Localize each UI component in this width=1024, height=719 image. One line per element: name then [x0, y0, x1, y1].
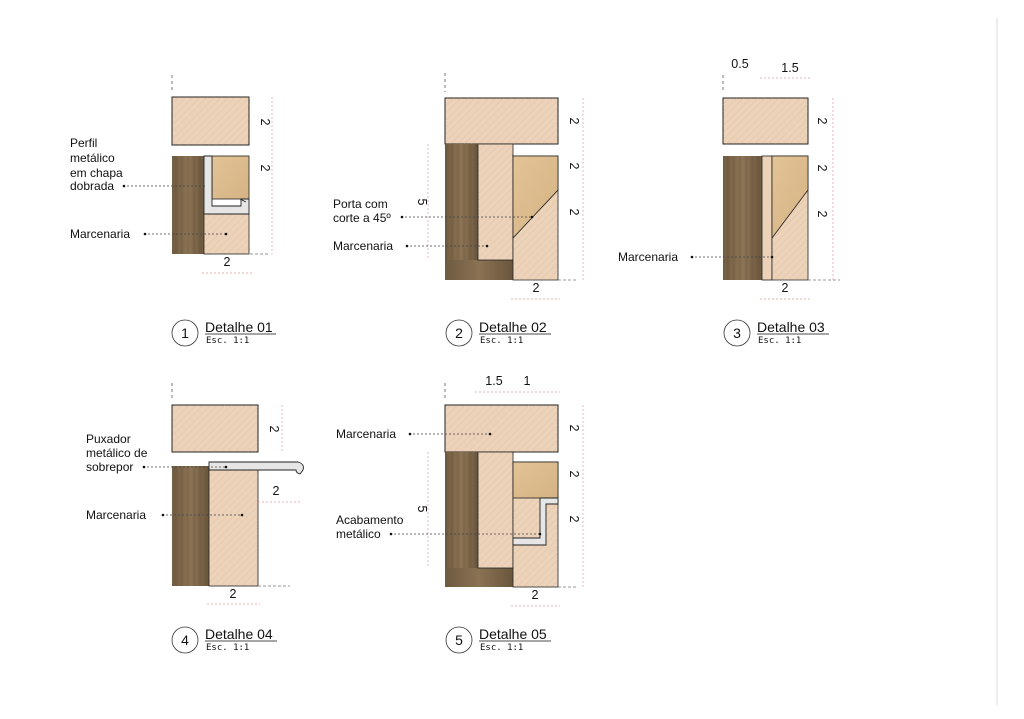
detail-scale: Esc. 1:1: [480, 336, 523, 346]
dim-top: 2: [267, 426, 281, 433]
detail-number-badge: [171, 319, 199, 347]
detail-04: 2 2 2 Puxador metálico de sobrepor Marce…: [86, 383, 304, 654]
dim-middle: 2: [258, 165, 272, 172]
detail-number-badge: [445, 319, 473, 347]
detail-number-badge: [445, 626, 473, 654]
label-finish-line1: Acabamento: [336, 513, 404, 527]
label-wood: Marcenaria: [86, 508, 146, 522]
label-wood: Marcenaria: [336, 427, 396, 441]
dim-bottom: 2: [533, 281, 540, 295]
label-wood: Marcenaria: [618, 250, 678, 264]
dim-top: 2: [815, 118, 829, 125]
dim-left: 5: [415, 506, 429, 513]
label-profile-line2: metálico: [70, 151, 115, 165]
label-profile-line1: Perfil: [70, 136, 97, 150]
label-wood: Marcenaria: [70, 227, 130, 241]
detail-number-badge: [171, 626, 199, 654]
door-cut: [771, 155, 809, 240]
detail-title: Detalhe 02: [479, 319, 547, 335]
dim-mid: 2: [567, 471, 581, 478]
door-upper: [512, 461, 559, 499]
metal-finish: [512, 497, 559, 546]
dim-top-b: 1.5: [781, 61, 798, 75]
label-pull-line1: Puxador: [86, 432, 131, 446]
dim-top: 2: [567, 425, 581, 432]
dim-top: 2: [567, 118, 581, 125]
dim-low: 2: [567, 516, 581, 523]
dim-top-a: 1.5: [485, 374, 502, 388]
detail-number-badge: [723, 319, 751, 347]
dim-mid: 2: [815, 165, 829, 172]
label-profile-line4: dobrada: [70, 179, 114, 193]
detail-title: Detalhe 01: [205, 319, 273, 335]
label-pull-line2: metálico de: [86, 446, 148, 460]
detail-title: Detalhe 05: [479, 626, 547, 642]
dim-left: 5: [415, 199, 429, 206]
dim-top-b: 1: [524, 374, 531, 388]
metal-pull: [208, 461, 304, 475]
dim-mid: 2: [567, 163, 581, 170]
detail-scale: Esc. 1:1: [758, 336, 801, 346]
detail-05: 1.5 1 2 2 2 5 2 Marcenaria Acabamento me…: [336, 374, 584, 654]
metal-profile: [203, 155, 250, 215]
detail-scale: Esc. 1:1: [480, 643, 523, 653]
label-wood: Marcenaria: [333, 239, 393, 253]
detail-scale: Esc. 1:1: [206, 336, 249, 346]
dim-right: 2: [273, 484, 280, 498]
detail-01: 2 2 2 Perfil metálico em chapa dobrada M…: [70, 75, 276, 347]
detail-number: 2: [455, 325, 463, 341]
door-block: [211, 155, 250, 200]
detail-03: 0.5 1.5 2 2 2 2 Marcenaria 3 Detalhe 03 …: [618, 57, 840, 347]
detail-scale: Esc. 1:1: [206, 643, 249, 653]
dim-top: 2: [258, 119, 272, 126]
dim-low: 2: [567, 209, 581, 216]
thin-frame: [761, 155, 773, 281]
label-pull-line3: sobrepor: [86, 460, 133, 474]
detail-number: 3: [733, 325, 741, 341]
label-door-line1: Porta com: [333, 197, 388, 211]
detail-title: Detalhe 03: [757, 319, 825, 335]
detail-number: 1: [181, 325, 189, 341]
dark-base: [445, 260, 513, 280]
label-finish-line2: metálico: [336, 527, 381, 541]
detail-title: Detalhe 04: [205, 626, 273, 642]
detail-02: 2 2 2 5 2 Porta com corte a 45º Marcenar…: [333, 73, 584, 347]
dim-bottom: 2: [532, 588, 539, 602]
dim-bottom: 2: [230, 587, 237, 601]
label-profile-line3: em chapa: [70, 166, 123, 180]
detail-number: 4: [181, 632, 189, 648]
dim-top-a: 0.5: [731, 57, 748, 71]
dark-base: [445, 568, 513, 587]
detail-number: 5: [455, 632, 463, 648]
dim-bottom: 2: [782, 281, 789, 295]
dim-low: 2: [815, 211, 829, 218]
dim-bottom: 2: [224, 255, 231, 269]
label-door-line2: corte a 45º: [333, 211, 391, 225]
